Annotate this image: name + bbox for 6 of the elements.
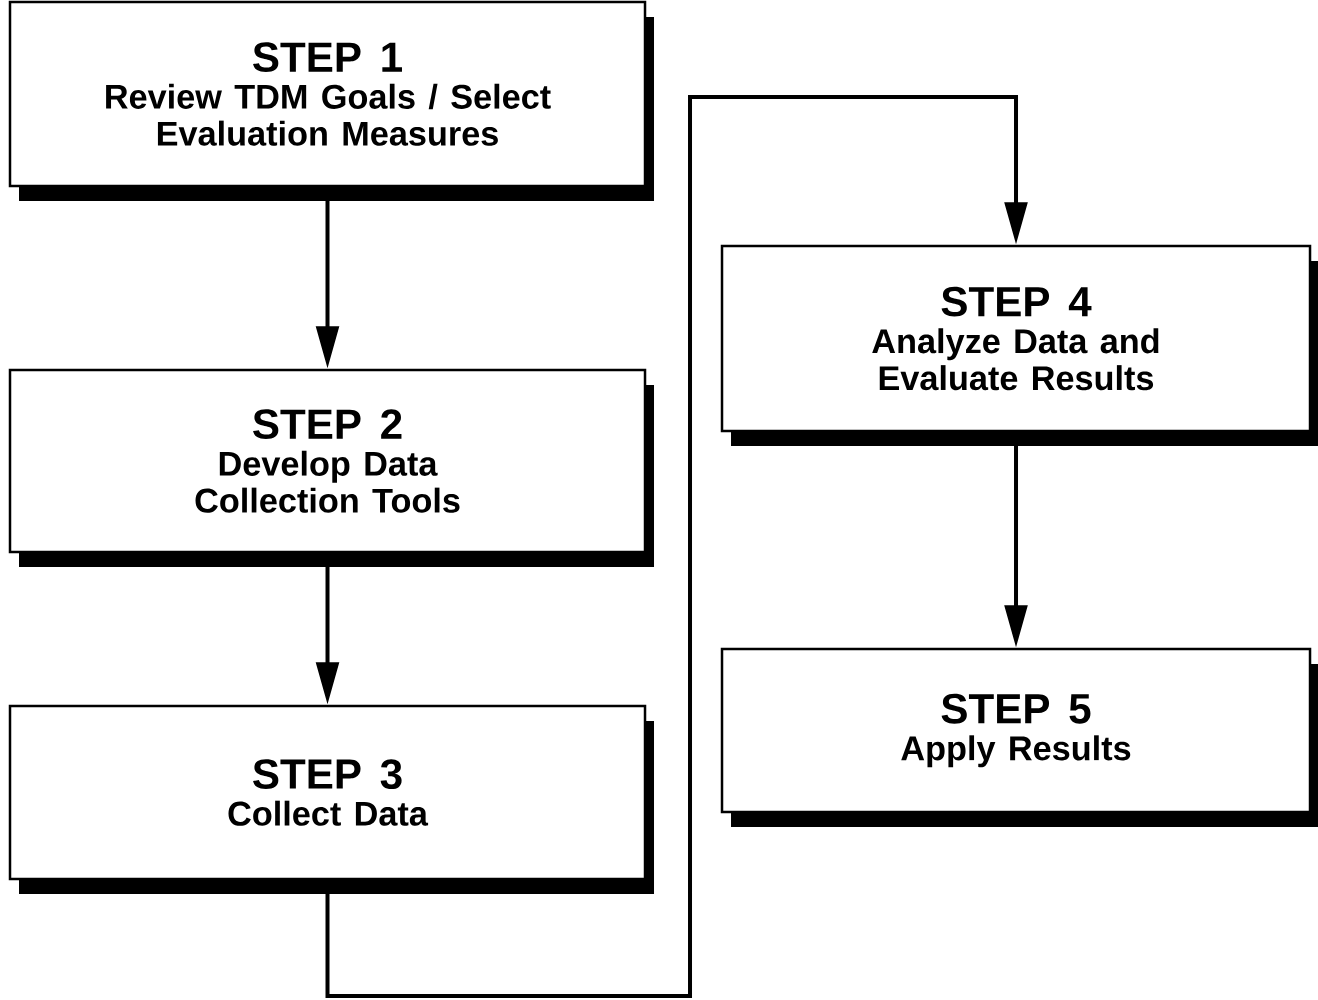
- process-box: STEP 1 Review TDM Goals / Select Evaluation Measures: [8, 0, 654, 201]
- process-box: STEP 5 Apply Results: [720, 647, 1318, 827]
- process-box: STEP 3 Collect Data: [8, 704, 654, 894]
- process-box: STEP 2 Develop Data Collection Tools: [8, 368, 654, 567]
- arrow: [325, 95, 1028, 998]
- process-box: STEP 4 Analyze Data and Evaluate Results: [720, 244, 1318, 446]
